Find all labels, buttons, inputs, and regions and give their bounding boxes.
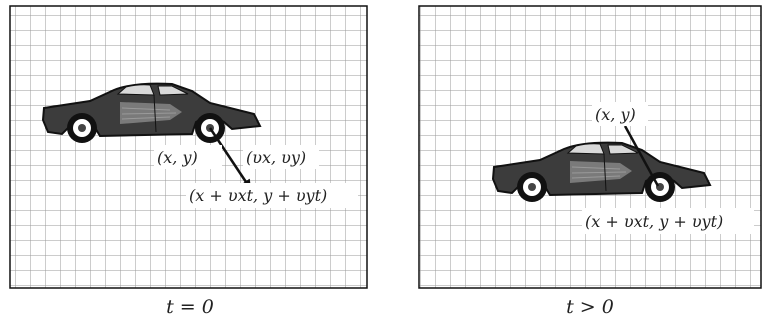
left-panel: (x, y) (υx, υy) (x + υxt, y + υyt) t = 0: [9, 5, 368, 318]
time-caption-start: t = 0: [166, 296, 214, 318]
future-position-label-start: (x + υxt, y + υyt): [189, 186, 327, 205]
velocity-label: (υx, υy): [246, 148, 306, 167]
future-position-label-later: (x + υxt, y + υyt): [585, 212, 723, 231]
time-caption-later: t > 0: [566, 296, 614, 318]
left-frame: [9, 5, 368, 289]
displacement-line: [623, 125, 660, 187]
position-label-later: (x, y): [595, 105, 636, 124]
velocity-arrow: [208, 127, 252, 190]
right-panel: (x, y) (x + υxt, y + υyt) t > 0: [418, 5, 762, 318]
right-frame: [418, 5, 762, 289]
position-label-start: (x, y): [157, 148, 198, 167]
